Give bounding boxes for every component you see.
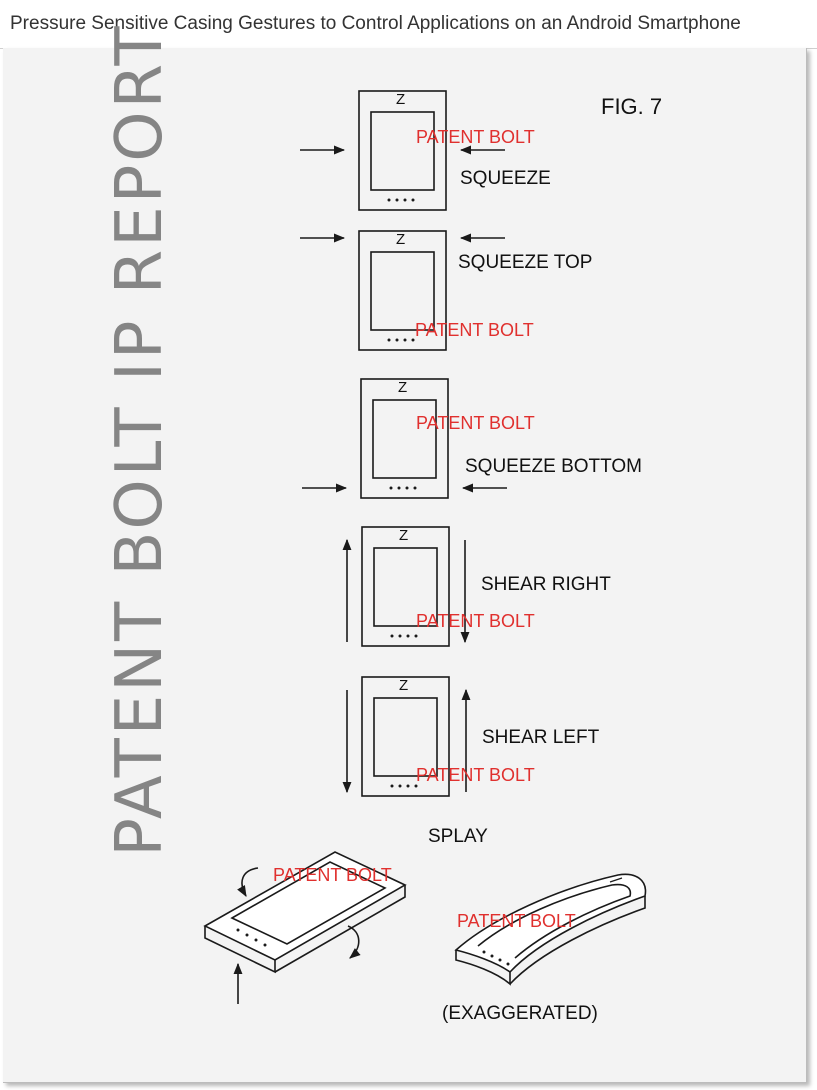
watermark: PATENT BOLT bbox=[416, 413, 535, 434]
watermark: PATENT BOLT bbox=[457, 911, 576, 932]
watermark: PATENT BOLT bbox=[273, 865, 392, 886]
phone-mark: Z bbox=[396, 91, 405, 108]
phone-mark: Z bbox=[399, 677, 408, 694]
figure-label: FIG. 7 bbox=[601, 94, 662, 120]
phone-mark: Z bbox=[398, 379, 407, 396]
phone-squeeze bbox=[359, 91, 446, 210]
label-exaggerated: (EXAGGERATED) bbox=[442, 1003, 598, 1025]
phone-squeeze-bottom bbox=[361, 379, 448, 498]
label-squeeze-top: SQUEEZE TOP bbox=[458, 252, 592, 274]
label-shear-right: SHEAR RIGHT bbox=[481, 574, 611, 596]
watermark: PATENT BOLT bbox=[416, 611, 535, 632]
label-squeeze-bottom: SQUEEZE BOTTOM bbox=[465, 456, 642, 478]
watermark: PATENT BOLT bbox=[416, 765, 535, 786]
watermark: PATENT BOLT bbox=[415, 320, 534, 341]
phone-mark: Z bbox=[399, 527, 408, 544]
phone-mark: Z bbox=[396, 231, 405, 248]
label-shear-left: SHEAR LEFT bbox=[482, 727, 599, 749]
side-report-title: PATENT BOLT IP REPORT bbox=[103, 23, 177, 856]
watermark: PATENT BOLT bbox=[416, 127, 535, 148]
label-squeeze: SQUEEZE bbox=[460, 168, 551, 190]
label-splay: SPLAY bbox=[428, 826, 488, 848]
